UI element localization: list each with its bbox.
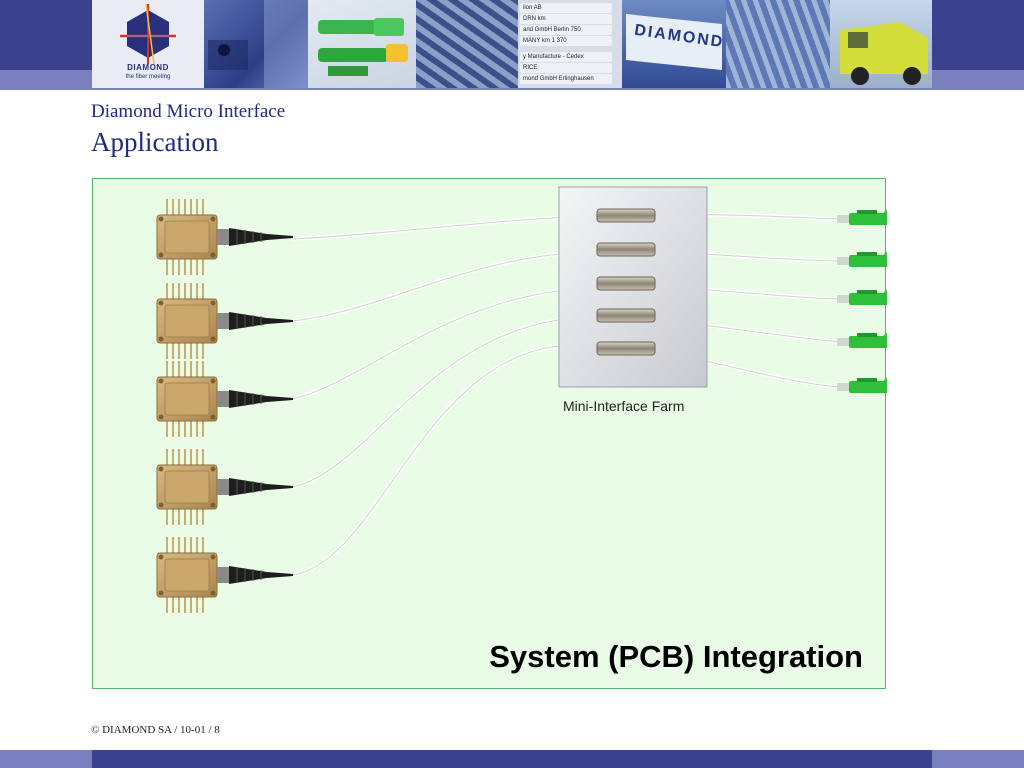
header-banner: DIAMOND the fiber meeting ilon AB DRN km… [0, 0, 1024, 90]
banner-photo-van [830, 0, 932, 88]
banner-photo-cables [726, 0, 830, 88]
logo-wordmark: DIAMOND [127, 63, 169, 72]
system-integration-heading: System (PCB) Integration [489, 639, 863, 674]
footer-bar [0, 750, 1024, 768]
lc-connector-1 [837, 199, 887, 228]
signpost-line: RICE [520, 63, 612, 73]
laser-module-1 [156, 198, 294, 276]
lc-connector-2 [837, 241, 887, 270]
integration-diagram: Mini-Interface Farm System (PCB) Integra… [92, 178, 887, 689]
footer-bar-left [0, 750, 92, 768]
banner-photo-connectors [308, 0, 416, 88]
mini-interface-farm [558, 186, 708, 388]
laser-module-2 [156, 282, 294, 360]
logo-tagline: the fiber meeting [125, 74, 171, 80]
footer-bar-right [932, 750, 1024, 768]
diagram-canvas [156, 186, 887, 614]
lc-connectors [837, 199, 887, 396]
signpost-line: and GmbH Berlin 750 [520, 25, 612, 35]
lc-connector-5 [837, 367, 887, 396]
lc-connector-3 [837, 279, 887, 308]
slide-title: Application [91, 127, 219, 157]
diamond-logo: DIAMOND the fiber meeting [92, 0, 204, 88]
footer-copyright: © DIAMOND SA / 10-01 / 8 [91, 724, 220, 736]
banner-photo-fibers [416, 0, 520, 88]
laser-module-5 [156, 536, 294, 614]
diamond-logo-icon [120, 3, 176, 65]
laser-modules [156, 198, 294, 614]
farm-caption: Mini-Interface Farm [563, 398, 685, 414]
signpost-line: MANY km 1 370 [520, 36, 612, 46]
lc-connector-4 [837, 322, 887, 351]
signpost-line: DRN km [520, 14, 612, 24]
laser-module-4 [156, 448, 294, 526]
banner-photo-building [204, 0, 308, 88]
signpost-line: y Manufacture - Cedex [520, 52, 612, 62]
laser-module-3 [156, 360, 294, 438]
mini-interface-sleeve [596, 208, 656, 356]
signpost-line: mond GmbH Erlinghausen [520, 74, 612, 84]
slide-subtitle: Diamond Micro Interface [91, 101, 286, 122]
banner-photo-signpost: ilon AB DRN km and GmbH Berlin 750 MANY … [518, 0, 622, 88]
signpost-line: ilon AB [520, 3, 612, 13]
banner-photo-sign: DIAMOND [622, 0, 726, 88]
